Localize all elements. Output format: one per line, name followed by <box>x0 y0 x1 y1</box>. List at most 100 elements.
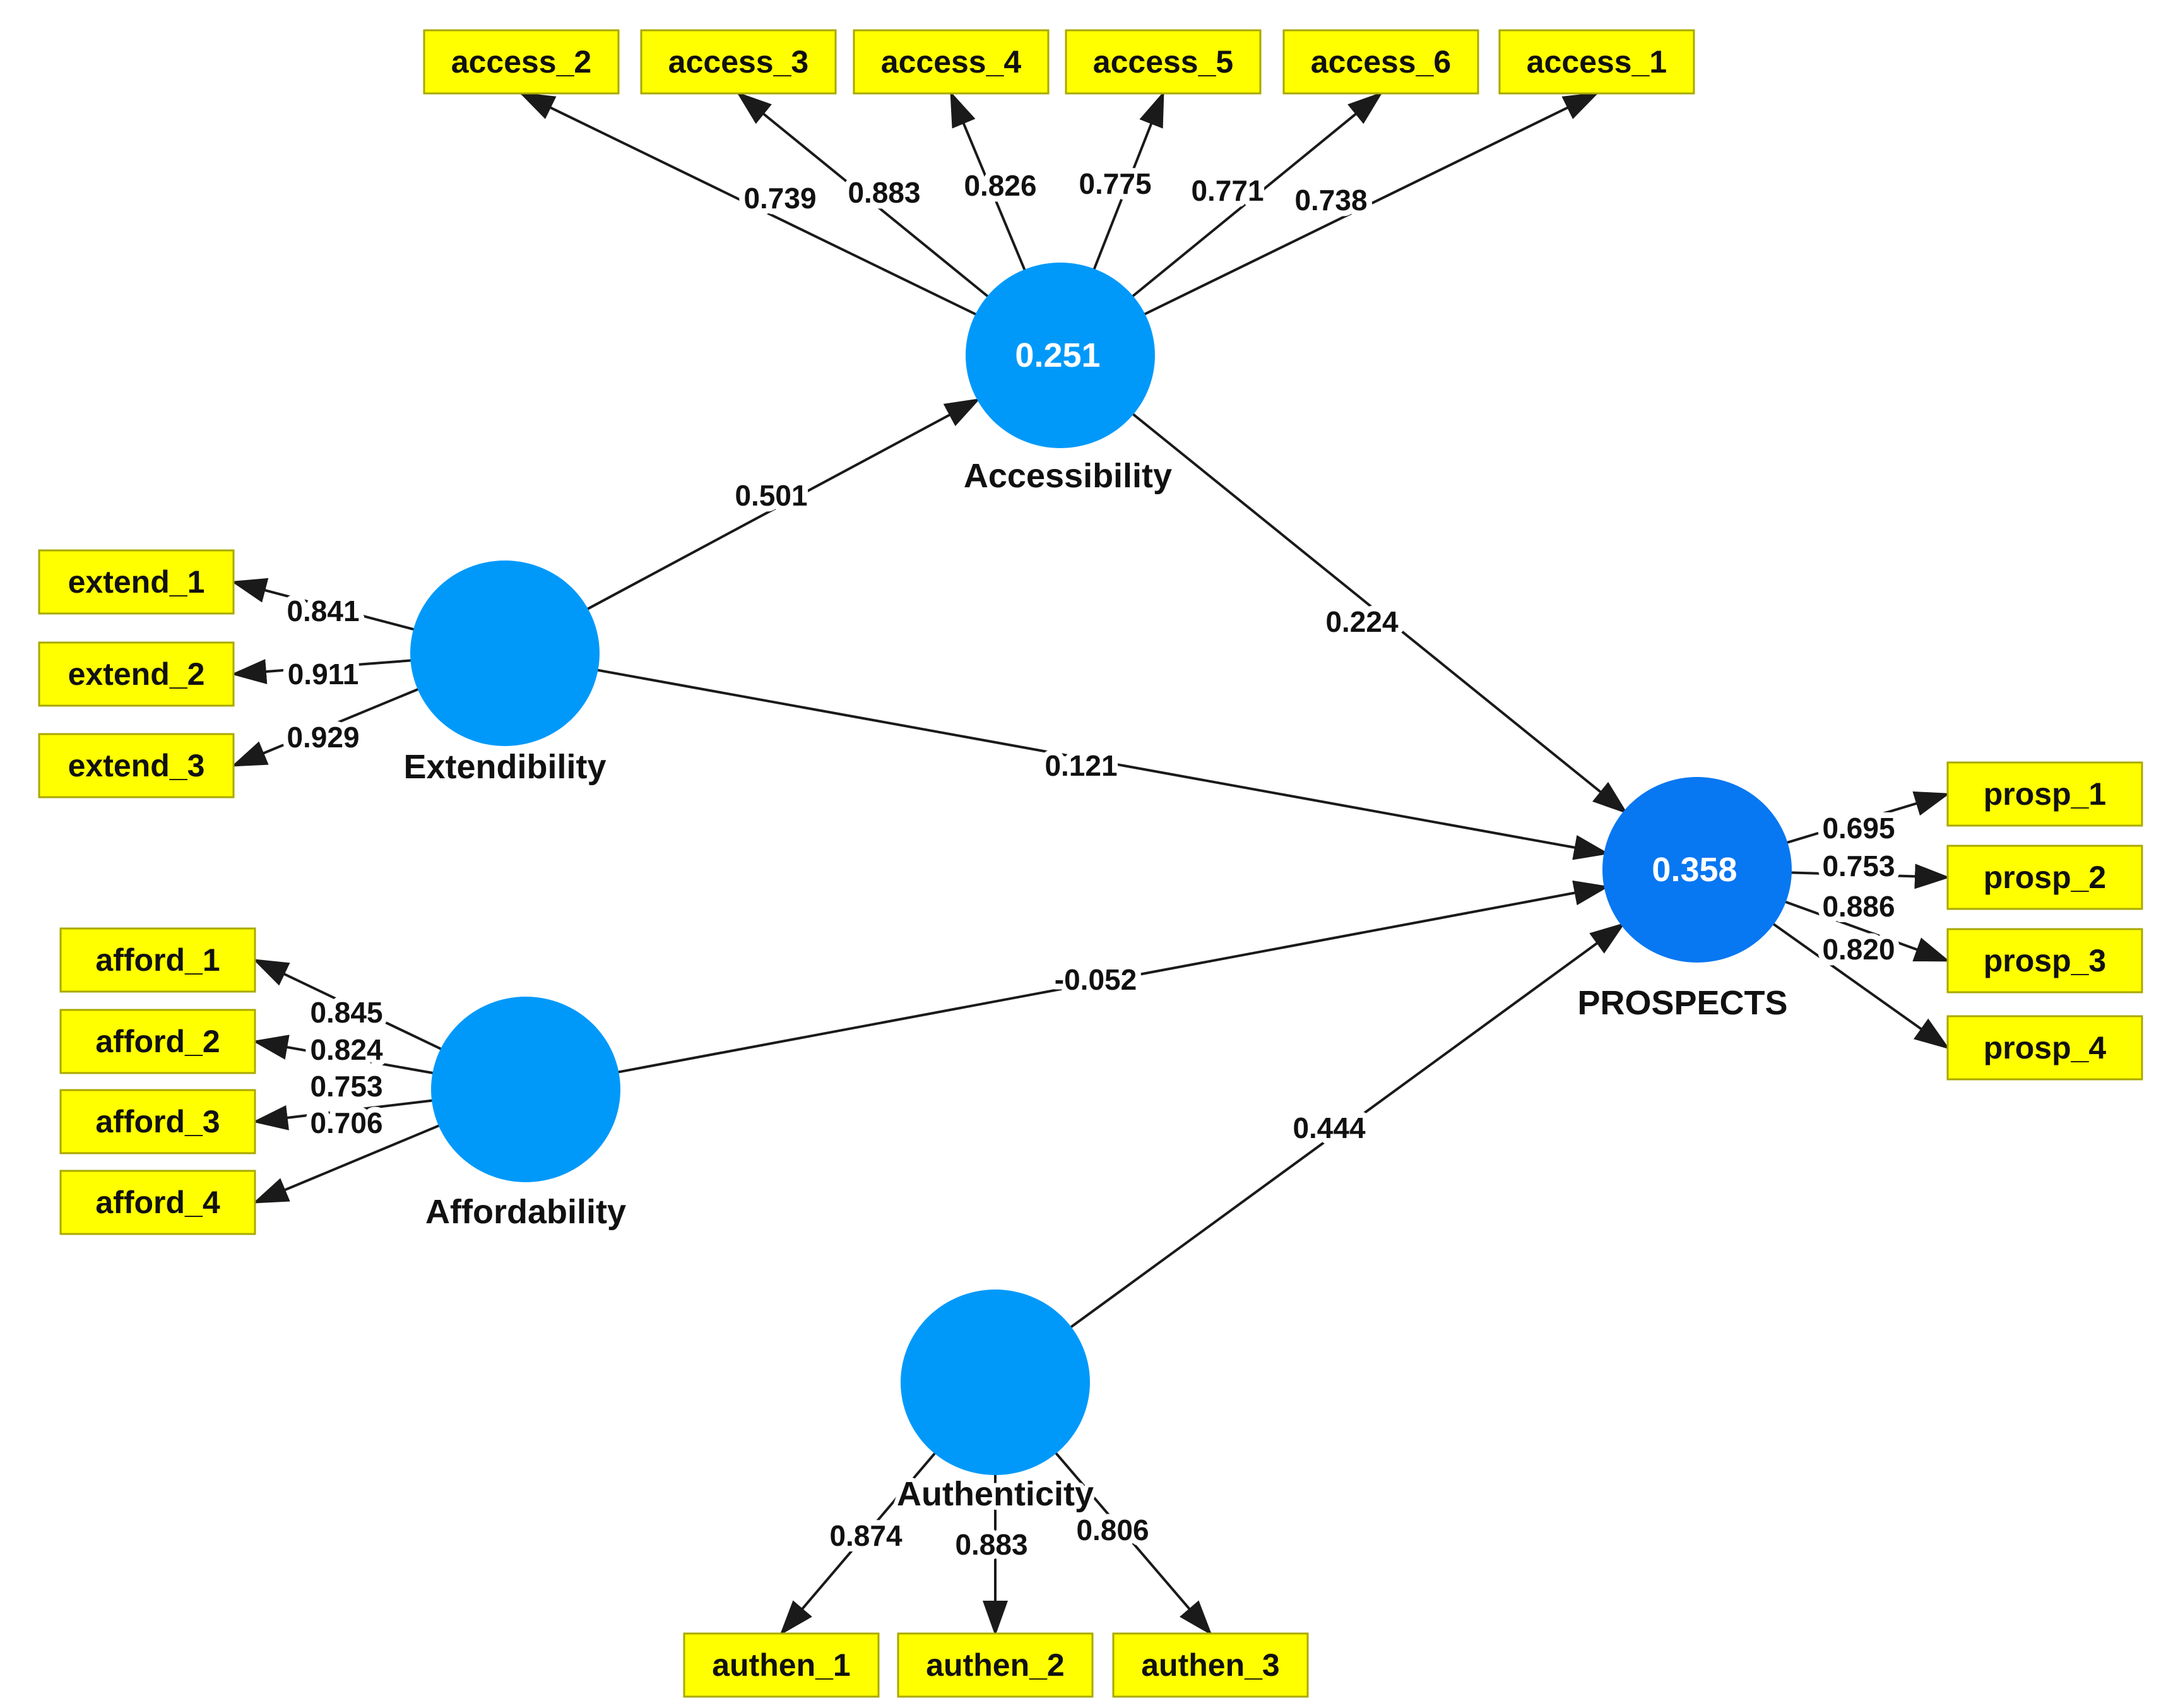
construct-prospects[interactable] <box>1602 777 1792 963</box>
afford_1-box[interactable] <box>59 927 256 993</box>
access_5-box[interactable] <box>1065 29 1262 95</box>
accessibility-r2-value: 0.251 <box>1015 336 1100 374</box>
authen_1-box[interactable] <box>683 1632 880 1698</box>
indicator-extend_3[interactable]: extend_3 <box>38 733 235 798</box>
afford_3-box[interactable] <box>59 1089 256 1154</box>
extend_3-label: extend_3 <box>68 748 205 783</box>
indicator-access_4[interactable]: access_4 <box>853 29 1050 95</box>
loading-access_3: 0.883 <box>848 176 920 209</box>
prosp_2-box[interactable] <box>1946 845 2143 910</box>
afford_2-label: afford_2 <box>95 1024 220 1059</box>
loading-prosp_3: 0.886 <box>1822 890 1895 923</box>
loading-afford_3: 0.753 <box>310 1070 382 1103</box>
coef-extendibility-prospects: 0.121 <box>1045 749 1117 782</box>
access_4-label: access_4 <box>881 44 1022 80</box>
indicator-access_1[interactable]: access_1 <box>1498 29 1695 95</box>
indicator-access_3[interactable]: access_3 <box>640 29 837 95</box>
indicator-authen_1[interactable]: authen_1 <box>683 1632 880 1698</box>
indicator-access_5[interactable]: access_5 <box>1065 29 1262 95</box>
indicator-afford_3[interactable]: afford_3 <box>59 1089 256 1154</box>
loading-labels: 0.739 0.883 0.826 0.775 0.771 0.738 0.84… <box>281 162 1900 1567</box>
path-authenticity-prospects[interactable] <box>994 922 1626 1384</box>
access_6-label: access_6 <box>1311 44 1451 80</box>
access_1-label: access_1 <box>1527 44 1667 80</box>
access_4-box[interactable] <box>853 29 1050 95</box>
afford_1-label: afford_1 <box>95 942 220 978</box>
arrow-accessibility-access_2 <box>519 92 1061 357</box>
loading-afford_4: 0.706 <box>310 1106 382 1139</box>
loading-prosp_2: 0.753 <box>1822 850 1895 882</box>
prospects-label: PROSPECTS <box>1577 984 1787 1022</box>
loading-extend_2: 0.911 <box>288 658 359 691</box>
loading-access_2: 0.739 <box>743 182 816 215</box>
loading-access_1: 0.738 <box>1294 184 1367 216</box>
prosp_1-box[interactable] <box>1946 761 2143 827</box>
indicator-afford_1[interactable]: afford_1 <box>59 927 256 993</box>
construct-affordability[interactable] <box>431 997 620 1182</box>
indicator-access_6[interactable]: access_6 <box>1282 29 1479 95</box>
accessibility-label: Accessibility <box>964 457 1172 495</box>
construct-extendibility[interactable] <box>410 560 600 746</box>
path-affordability-prospects[interactable] <box>525 880 1609 1091</box>
extend_2-label: extend_2 <box>68 656 205 692</box>
indicator-extend_1[interactable]: extend_1 <box>38 549 235 615</box>
path-extendibility-prospects[interactable] <box>504 652 1609 860</box>
coef-extendibility-accessibility: 0.501 <box>735 479 807 512</box>
indicator-afford_2[interactable]: afford_2 <box>59 1009 256 1074</box>
affordability-label: Affordability <box>425 1193 626 1231</box>
access_6-box[interactable] <box>1282 29 1479 95</box>
access_3-label: access_3 <box>668 44 808 80</box>
extendibility-label: Extendibility <box>403 748 606 786</box>
constructs: 0.251 Accessibility Extendibility Afford… <box>399 263 1792 1517</box>
indicator-extend_2[interactable]: extend_2 <box>38 641 235 707</box>
prosp_3-label: prosp_3 <box>1984 943 2107 978</box>
indicator-prosp_4[interactable]: prosp_4 <box>1946 1015 2143 1081</box>
afford_4-label: afford_4 <box>95 1185 220 1220</box>
coef-accessibility-prospects: 0.224 <box>1325 605 1399 638</box>
construct-accessibility[interactable] <box>966 263 1155 448</box>
indicator-afford_4[interactable]: afford_4 <box>59 1170 256 1235</box>
access_2-box[interactable] <box>423 29 620 95</box>
indicator-prosp_1[interactable]: prosp_1 <box>1946 761 2143 827</box>
extend_3-box[interactable] <box>38 733 235 798</box>
indicator-prosp_3[interactable]: prosp_3 <box>1946 928 2143 993</box>
authenticity-label: Authenticity <box>897 1475 1094 1513</box>
authen_3-label: authen_3 <box>1141 1647 1280 1683</box>
prosp_3-box[interactable] <box>1946 928 2143 993</box>
indicator-authen_2[interactable]: authen_2 <box>897 1632 1094 1698</box>
loading-access_4: 0.826 <box>964 169 1036 202</box>
indicator-boxes: access_2 access_3 access_4 access_5 acce… <box>38 29 2143 1698</box>
path-accessibility-prospects[interactable] <box>1059 354 1628 814</box>
indicator-access_2[interactable]: access_2 <box>423 29 620 95</box>
authen_3-box[interactable] <box>1112 1632 1309 1698</box>
construct-authenticity[interactable] <box>901 1290 1090 1475</box>
prosp_2-label: prosp_2 <box>1984 860 2107 895</box>
indicator-authen_3[interactable]: authen_3 <box>1112 1632 1309 1698</box>
path-coefficient-labels: 0.501 0.224 0.121 -0.052 0.444 <box>729 473 1404 1150</box>
extend_1-label: extend_1 <box>68 564 205 600</box>
prosp_4-label: prosp_4 <box>1984 1030 2107 1065</box>
loading-access_5: 0.775 <box>1079 167 1151 200</box>
loading-authen_1: 0.874 <box>829 1519 902 1552</box>
authen_2-box[interactable] <box>897 1632 1094 1698</box>
loading-access_6: 0.771 <box>1191 174 1264 207</box>
indicator-prosp_2[interactable]: prosp_2 <box>1946 845 2143 910</box>
afford_4-box[interactable] <box>59 1170 256 1235</box>
access_3-box[interactable] <box>640 29 837 95</box>
prosp_4-box[interactable] <box>1946 1015 2143 1081</box>
afford_2-box[interactable] <box>59 1009 256 1074</box>
extend_2-box[interactable] <box>38 641 235 707</box>
access_2-label: access_2 <box>451 44 591 80</box>
authen_1-label: authen_1 <box>712 1647 851 1683</box>
arrow-accessibility-access_1 <box>1060 92 1599 357</box>
access_1-box[interactable] <box>1498 29 1695 95</box>
loading-prosp_4: 0.820 <box>1822 933 1895 966</box>
loading-authen_2: 0.883 <box>955 1528 1027 1561</box>
loading-authen_3: 0.806 <box>1076 1514 1149 1546</box>
loading-extend_3: 0.929 <box>287 721 359 754</box>
afford_3-label: afford_3 <box>95 1104 220 1139</box>
extend_1-box[interactable] <box>38 549 235 615</box>
coef-authenticity-prospects: 0.444 <box>1293 1112 1366 1144</box>
